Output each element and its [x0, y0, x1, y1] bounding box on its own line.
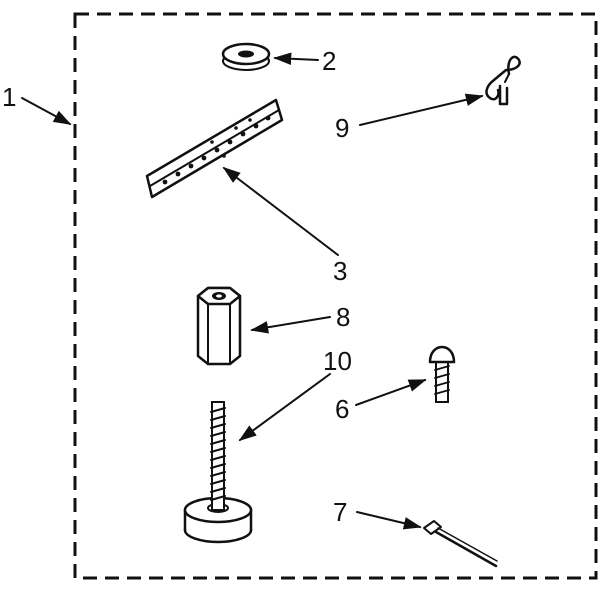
callout-label-cable-tie: 7 [333, 497, 347, 527]
callout-clip: 9 [335, 93, 484, 143]
callout-label-hex-nut: 8 [336, 302, 350, 332]
callout-hex-nut: 8 [250, 302, 350, 334]
screw-icon [428, 345, 456, 403]
callout-label-clip: 9 [335, 113, 349, 143]
callout-label-screw: 6 [335, 394, 349, 424]
callout-cable-tie: 7 [333, 497, 422, 530]
leveling-leg-icon [183, 401, 253, 544]
callout-label-bracket: 3 [333, 256, 347, 286]
kit-boundary [73, 12, 598, 580]
hex-nut-icon [196, 286, 242, 366]
cable-tie-icon [423, 520, 498, 568]
bracket-icon [145, 98, 284, 199]
washer-icon [221, 42, 271, 71]
clip-icon [485, 55, 521, 106]
callout-bracket: 3 [222, 166, 347, 286]
callout-screw: 6 [335, 379, 427, 424]
callout-leveling-leg: 10 [238, 346, 352, 442]
callout-label-kit: 1 [2, 82, 16, 112]
callout-washer: 2 [273, 46, 336, 76]
callout-kit: 1 [2, 82, 72, 125]
callout-label-washer: 2 [322, 46, 336, 76]
callout-label-leveling-leg: 10 [323, 346, 352, 376]
